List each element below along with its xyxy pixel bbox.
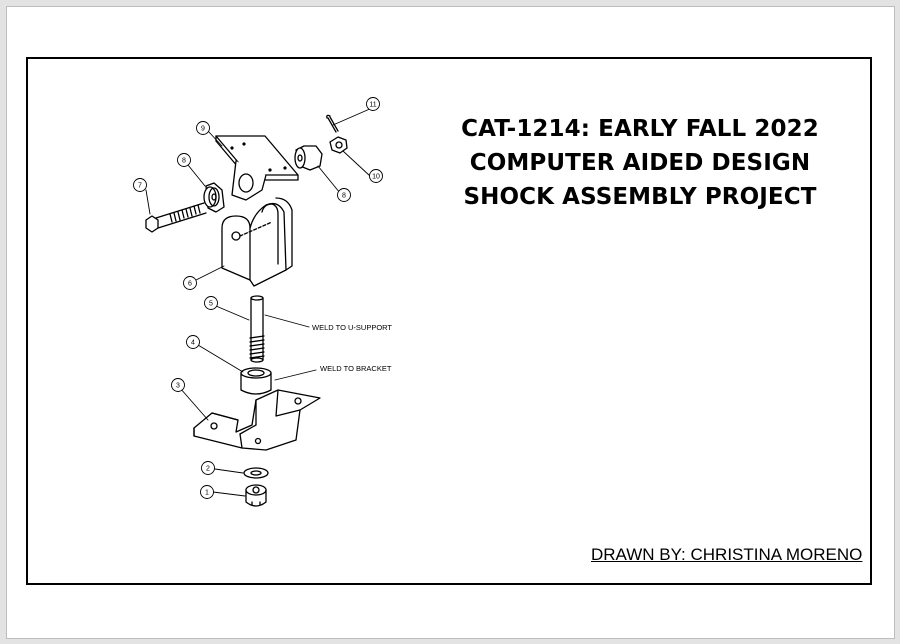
part-8-bushing-left — [203, 182, 225, 213]
part-1-lock-nut — [245, 484, 267, 507]
callout-9: 9 — [201, 126, 205, 133]
callout-bubble-9 — [196, 121, 210, 135]
title-block: CAT-1214: EARLY FALL 2022 COMPUTER AIDED… — [418, 112, 862, 214]
title-line-2: COMPUTER AIDED DESIGN — [469, 150, 811, 176]
part-4-spacer — [240, 367, 272, 395]
callout-3: 3 — [176, 383, 180, 390]
callout-bubble-8-left — [177, 153, 191, 167]
callout-7: 7 — [138, 183, 142, 190]
callout-6: 6 — [188, 281, 192, 288]
callout-bubble-8-right — [337, 188, 351, 202]
callout-4: 4 — [191, 340, 195, 347]
callout-bubble-6 — [183, 276, 197, 290]
callout-1: 1 — [205, 490, 209, 497]
part-5-threaded-rod — [249, 295, 265, 363]
callout-8-left: 8 — [182, 158, 186, 165]
callout-bubble-5 — [204, 296, 218, 310]
part-9-top-plate — [215, 135, 299, 201]
part-7-bolt — [145, 202, 207, 233]
part-2-washer — [243, 467, 269, 479]
part-10-nut — [329, 136, 348, 154]
callout-bubble-1 — [200, 485, 214, 499]
callout-bubble-7 — [133, 178, 147, 192]
callout-5: 5 — [209, 301, 213, 308]
part-11-cotter-pin — [326, 114, 339, 133]
callout-bubble-2 — [201, 461, 215, 475]
callout-11: 11 — [369, 102, 376, 109]
callout-10: 10 — [372, 174, 380, 181]
part-8-bushing-right — [294, 145, 323, 171]
note-weld-bracket: WELD TO BRACKET — [320, 364, 392, 373]
callout-bubble-11 — [366, 97, 380, 111]
callout-bubbles — [133, 97, 383, 499]
note-weld-u-support: WELD TO U-SUPPORT — [312, 323, 392, 332]
drawn-by-label: DRAWN BY: CHRISTINA MORENO — [591, 545, 863, 564]
callout-numbers: 9 8 7 11 10 8 6 5 4 3 2 1 WELD TO U-SUPP… — [138, 102, 392, 497]
part-3-base-bracket — [193, 389, 321, 451]
callout-bubble-4 — [186, 335, 200, 349]
title-line-3: SHOCK ASSEMBLY PROJECT — [463, 184, 817, 210]
leader-lines — [145, 107, 373, 497]
title-line-1: CAT-1214: EARLY FALL 2022 — [461, 116, 819, 142]
callout-8-right: 8 — [342, 193, 346, 200]
drawing-border — [26, 57, 872, 585]
callout-2: 2 — [206, 466, 210, 473]
callout-bubble-10 — [369, 169, 383, 183]
drawing-sheet — [6, 6, 895, 639]
part-6-u-support — [221, 197, 293, 287]
callout-bubble-3 — [171, 378, 185, 392]
